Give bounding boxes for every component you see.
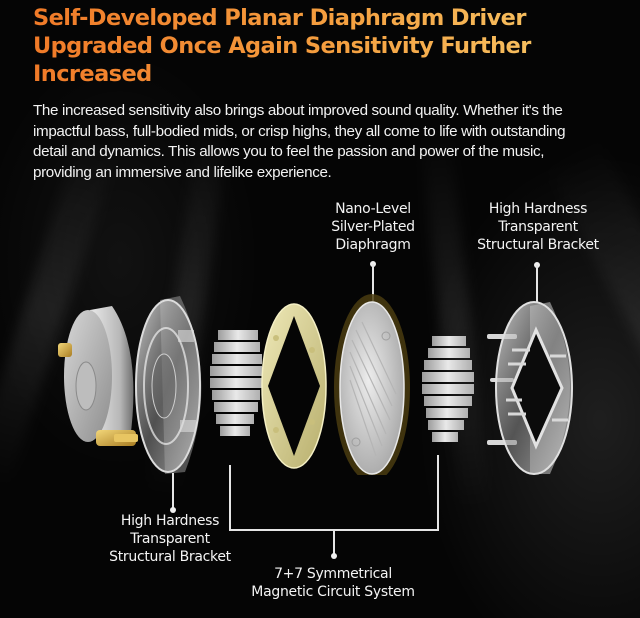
leader-dot bbox=[170, 507, 176, 513]
intro-paragraph: The increased sensitivity also brings ab… bbox=[33, 101, 613, 183]
callout-magnetic: 7+7 Symmetrical Magnetic Circuit System bbox=[251, 566, 415, 600]
callout-bracket-front: High Hardness Transparent Structural Bra… bbox=[109, 513, 231, 565]
bracket-left-leg bbox=[229, 465, 231, 531]
magnet-array-right bbox=[422, 336, 474, 442]
transparent-structural-bracket-rear bbox=[487, 301, 573, 475]
diamond-gasket-ring bbox=[261, 303, 327, 469]
leader-line-bracket-rear bbox=[536, 265, 538, 303]
rear-shell-cylinder bbox=[58, 306, 138, 446]
leader-dot bbox=[331, 553, 337, 559]
silver-plated-diaphragm bbox=[334, 294, 410, 475]
bracket-right-leg bbox=[437, 455, 439, 531]
intro-line: providing an immersive and lifelike expe… bbox=[33, 163, 332, 181]
headline-line: Increased bbox=[33, 61, 152, 87]
bracket-crossbar bbox=[229, 529, 439, 531]
callout-diaphragm: Nano-Level Silver-Plated Diaphragm bbox=[331, 201, 415, 253]
leader-line-bracket-front bbox=[172, 473, 174, 509]
headline: Self-Developed Planar Diaphragm Driver U… bbox=[33, 4, 593, 88]
leader-line-diaphragm bbox=[372, 264, 374, 304]
transparent-structural-bracket-front bbox=[135, 296, 202, 474]
intro-line: detail and dynamics. This allows you to … bbox=[33, 143, 545, 160]
callout-bracket-rear: High Hardness Transparent Structural Bra… bbox=[477, 201, 599, 253]
intro-line: impactful bass, full-bodied mids, or cri… bbox=[33, 122, 566, 140]
intro-line: The increased sensitivity also brings ab… bbox=[33, 102, 563, 119]
leader-line-magnetic bbox=[333, 530, 335, 555]
headline-line: Upgraded Once Again Sensitivity Further bbox=[33, 33, 531, 59]
driver-exploded-illustration bbox=[58, 294, 573, 475]
magnet-array-left bbox=[210, 330, 262, 436]
headline-line: Self-Developed Planar Diaphragm Driver bbox=[33, 5, 526, 31]
